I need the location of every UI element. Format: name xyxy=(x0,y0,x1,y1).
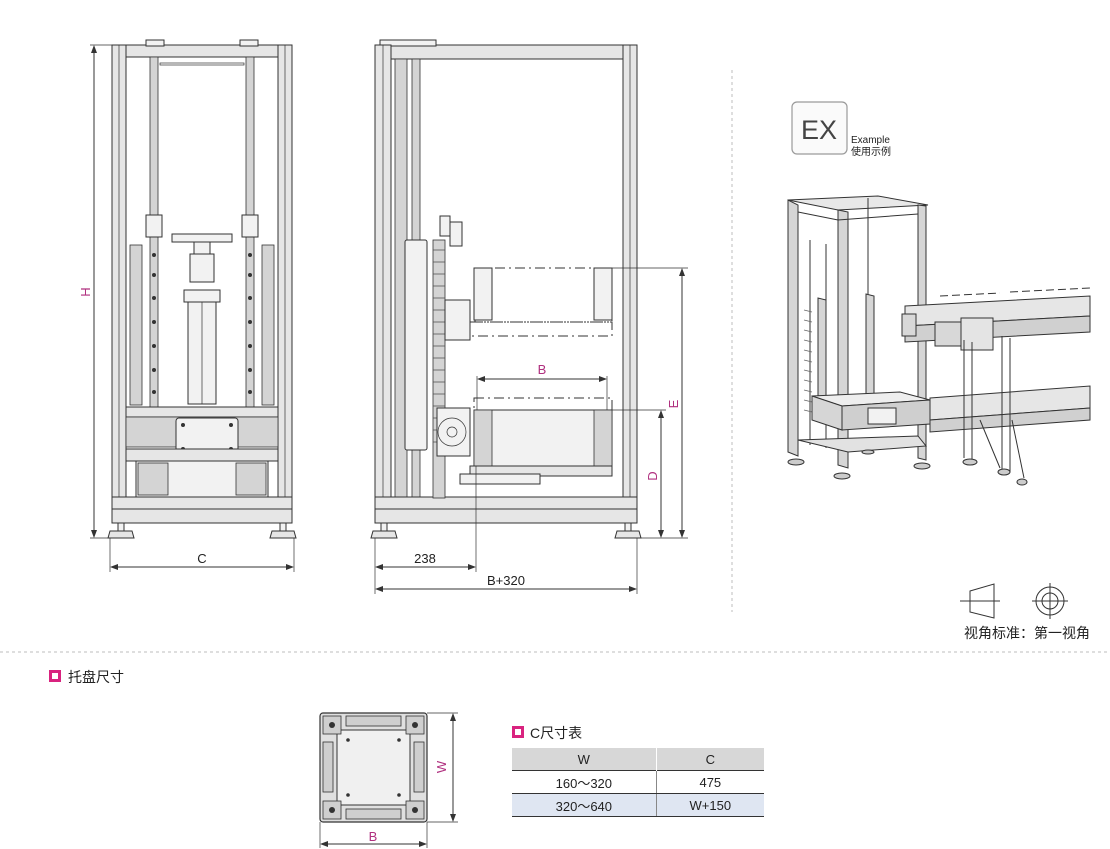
top-tab-left xyxy=(145,39,165,47)
example-badge-ex: EX xyxy=(801,115,837,145)
projection-truncated-cone xyxy=(969,583,995,619)
foot-left xyxy=(107,530,135,539)
dim-label-c: C xyxy=(197,551,206,566)
dim-label-w: W xyxy=(434,760,449,773)
dim-label-h: H xyxy=(78,287,93,296)
c-table-title: C尺寸表 xyxy=(530,725,583,741)
table-cell: 160～320 xyxy=(512,770,657,794)
c-size-table: W C 160～320 475 320～640 W+150 xyxy=(512,748,764,817)
dim-label-238: 238 xyxy=(414,551,436,566)
isometric-example xyxy=(787,195,1091,486)
table-row: 160～320 475 xyxy=(512,770,764,794)
lower-carriage xyxy=(436,407,471,457)
table-cell: 320～640 xyxy=(512,793,657,817)
platform-beam xyxy=(125,406,279,418)
front-view: H C xyxy=(78,39,297,572)
side-bottom-beam xyxy=(374,496,638,510)
table-cell: 475 xyxy=(656,770,764,794)
table-cell: W+150 xyxy=(656,793,764,817)
side-view: B E D 238 B+320 xyxy=(370,39,688,594)
dim-label-d: D xyxy=(645,471,660,480)
rail-clamp-left xyxy=(145,214,163,238)
cylinder-top-plate xyxy=(171,233,233,243)
guide-rail-right xyxy=(261,244,275,406)
tray-drawing: W B xyxy=(319,712,458,848)
tray-inner xyxy=(336,729,411,806)
dim-label-b-tray: B xyxy=(369,829,378,844)
rail-clamp-right xyxy=(241,214,259,238)
top-beam xyxy=(111,44,293,58)
example-label-cn: 使用示例 xyxy=(851,145,891,158)
dim-label-b320: B+320 xyxy=(487,573,525,588)
projection-note: 视角标准：第一视角 xyxy=(964,625,1090,641)
table-header-row: W C xyxy=(512,748,764,771)
upper-tray-outline xyxy=(474,267,613,323)
cylinder-head xyxy=(189,253,215,283)
lower-tray xyxy=(473,409,613,467)
projection-symbol xyxy=(960,583,1068,619)
guide-rail-left xyxy=(129,244,143,406)
top-tab-right xyxy=(239,39,259,47)
dim-label-b-side: B xyxy=(538,362,547,377)
upper-carriage xyxy=(444,299,471,341)
bottom-beam xyxy=(111,496,293,510)
foot-right xyxy=(269,530,297,539)
vertical-rail-plate xyxy=(404,239,428,451)
dim-label-e: E xyxy=(666,399,681,408)
side-foot-right xyxy=(614,530,642,539)
side-top-beam xyxy=(374,44,638,60)
example-badge: EX Example 使用示例 xyxy=(791,101,891,158)
table-header-w: W xyxy=(512,748,657,771)
table-header-c: C xyxy=(656,748,764,771)
tray-section-title: 托盘尺寸 xyxy=(68,669,124,685)
vertical-rail xyxy=(432,239,446,499)
example-badge-box xyxy=(791,101,848,155)
table-row: 320～640 W+150 xyxy=(512,793,764,817)
valve-fitting xyxy=(449,221,463,247)
example-label-en: Example xyxy=(851,135,890,146)
side-foot-left xyxy=(370,530,398,539)
